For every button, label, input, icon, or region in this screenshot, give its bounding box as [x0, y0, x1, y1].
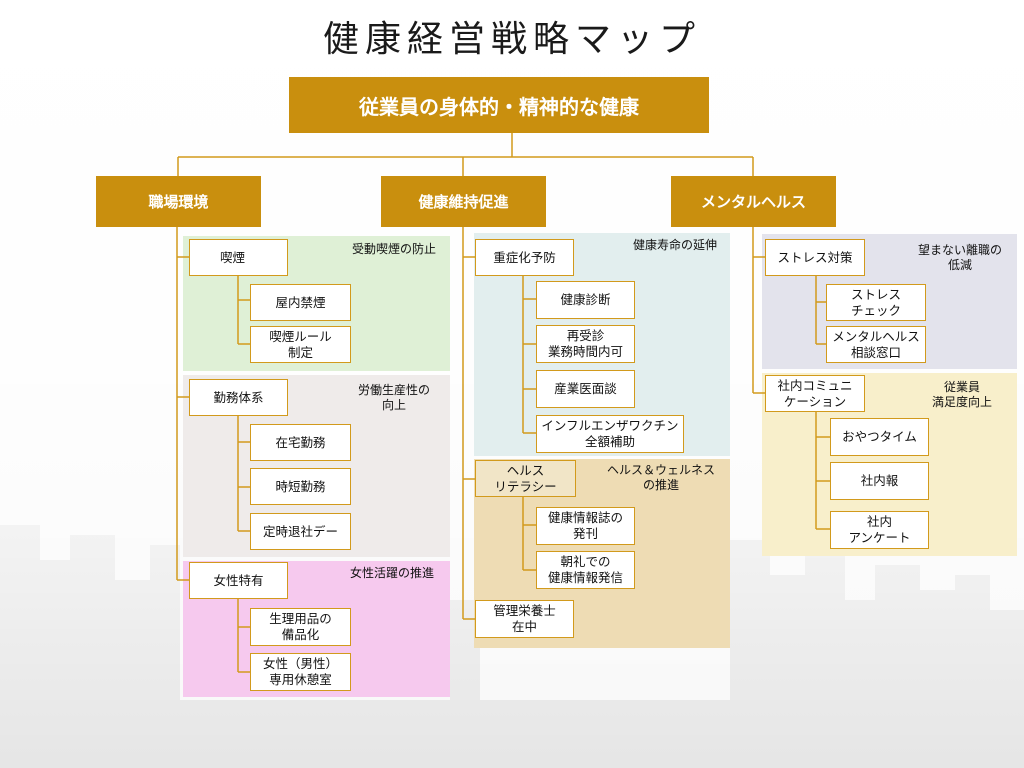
item-morning-info: 朝礼での 健康情報発信: [536, 551, 635, 589]
outcome-healthy-life: 健康寿命の延伸: [632, 238, 717, 252]
category-health-literacy: ヘルス リテラシー: [475, 460, 576, 497]
item-indoor-no-smoking: 屋内禁煙: [250, 284, 351, 321]
outcome-smoking: 受動喫煙の防止: [351, 242, 436, 256]
outcome-productivity: 労働生産性の 向上: [357, 383, 430, 412]
item-snack-time: おやつタイム: [830, 418, 929, 456]
pillar-health-promotion: 健康維持促進: [381, 176, 546, 227]
outcome-wellness: ヘルス＆ウェルネス の推進: [606, 463, 715, 492]
outcome-women: 女性活躍の推進: [349, 566, 434, 580]
item-flu-vaccine: インフルエンザワクチン 全額補助: [536, 415, 684, 453]
item-rest-room: 女性（男性） 専用休憩室: [250, 653, 351, 691]
category-stress: ストレス対策: [765, 239, 865, 276]
item-newsletter: 社内報: [830, 462, 929, 500]
item-health-checkup: 健康診断: [536, 281, 635, 319]
pillar-workplace: 職場環境: [96, 176, 261, 227]
item-short-hours: 時短勤務: [250, 468, 351, 505]
item-survey: 社内 アンケート: [830, 511, 929, 549]
item-stress-check: ストレス チェック: [826, 284, 926, 321]
category-work-system: 勤務体系: [189, 379, 288, 416]
item-counseling-desk: メンタルヘルス 相談窓口: [826, 326, 926, 363]
category-smoking: 喫煙: [189, 239, 288, 276]
page-title: 健康経営戦略マップ: [322, 19, 701, 60]
item-health-magazine: 健康情報誌の 発刊: [536, 507, 635, 545]
item-re-examination: 再受診 業務時間内可: [536, 325, 635, 363]
item-doctor-interview: 産業医面談: [536, 370, 635, 408]
item-smoking-rules: 喫煙ルール 制定: [250, 326, 351, 363]
category-women: 女性特有: [189, 562, 288, 599]
outcome-satisfaction: 従業員 満足度向上: [931, 380, 992, 409]
outcome-turnover: 望まない離職の 低減: [917, 243, 1002, 272]
item-sanitary-supplies: 生理用品の 備品化: [250, 608, 351, 646]
category-communication: 社内コミュニ ケーション: [765, 375, 865, 412]
goal-box: 従業員の身体的・精神的な健康: [289, 77, 709, 133]
item-remote-work: 在宅勤務: [250, 424, 351, 461]
pillar-mental-health: メンタルヘルス: [671, 176, 836, 227]
item-on-time-day: 定時退社デー: [250, 513, 351, 550]
category-dietitian: 管理栄養士 在中: [475, 600, 574, 638]
category-prevention: 重症化予防: [475, 239, 574, 276]
